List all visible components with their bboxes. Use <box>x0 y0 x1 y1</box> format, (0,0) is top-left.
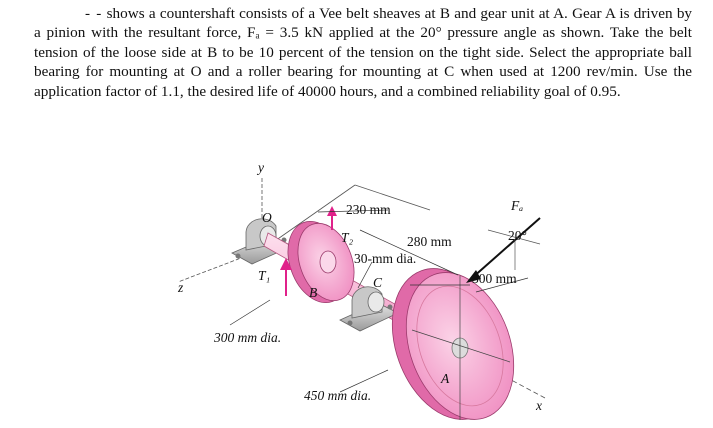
dimension-lines <box>229 209 529 393</box>
gear-dia-label: 450 mm dia. <box>304 388 371 403</box>
angle-label: 20° <box>508 228 527 243</box>
force-fa-arrow <box>466 217 541 283</box>
lead-dash: - - <box>85 5 103 22</box>
point-b-label: B <box>309 285 317 300</box>
tension-arrows <box>280 206 337 296</box>
problem-statement: - - shows a countershaft consists of a V… <box>34 4 692 101</box>
point-o-label: O <box>262 210 272 225</box>
t2-label: T₂ <box>341 230 354 245</box>
gear-a <box>391 268 515 420</box>
x-axis-label: x <box>535 398 542 413</box>
dim-280-label: 280 mm <box>407 234 452 249</box>
sheave-dia-label: 300 mm dia. <box>213 330 281 345</box>
point-a-label: A <box>440 371 450 386</box>
dim-230-label: 230 mm <box>346 202 391 217</box>
shaft-dia-label: 30-mm dia. <box>354 251 416 266</box>
sheave-b <box>287 220 355 304</box>
y-axis-label: y <box>256 160 264 175</box>
z-axis-label: z <box>177 280 184 295</box>
force-fa-label: Fₐ <box>510 198 523 213</box>
dim-300-label: 300 mm <box>472 271 517 286</box>
point-c-label: C <box>373 275 383 290</box>
t1-label: T₁ <box>258 268 270 283</box>
problem-text: shows a countershaft consists of a Vee b… <box>34 5 693 100</box>
